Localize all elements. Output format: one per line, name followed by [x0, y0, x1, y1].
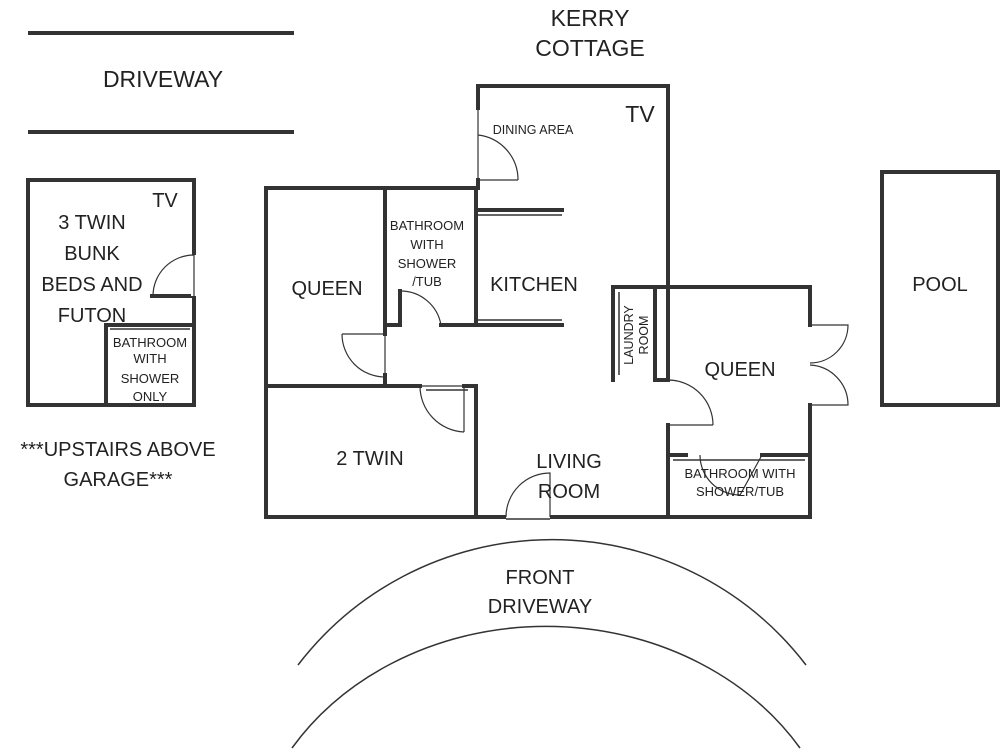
garage-apartment: [26, 178, 197, 407]
queen-right-door-swing: [667, 379, 714, 426]
bath-mid-line-2: WITH: [410, 237, 443, 252]
bath-mid-line-3: SHOWER: [398, 256, 457, 271]
living-room-line-1: LIVING: [536, 451, 602, 473]
pool-label: POOL: [912, 274, 968, 296]
living-room-line-2: ROOM: [538, 481, 600, 503]
bunk-line-2: BUNK: [64, 243, 120, 265]
bunk-line-4: FUTON: [58, 305, 127, 327]
queen-left-door-swing: [341, 333, 386, 378]
dining-door-swing: [477, 108, 519, 181]
queen-left-label: QUEEN: [291, 278, 362, 300]
front-driveway-line-2: DRIVEWAY: [488, 596, 592, 618]
title-line-1: KERRY: [551, 5, 630, 31]
main-cottage: [264, 84, 849, 520]
garage-door-swing: [152, 254, 195, 297]
two-twin-label: 2 TWIN: [336, 448, 403, 470]
twin-door-swing: [419, 385, 465, 433]
bath-right-line-1: BATHROOM WITH: [685, 466, 796, 481]
garage-bath-line-1: BATHROOM: [113, 335, 187, 350]
queen-right-french-doors: [809, 324, 849, 406]
pool-outline: [880, 170, 1000, 407]
garage-bath-line-4: ONLY: [133, 389, 168, 404]
garage-bath-line-3: SHOWER: [121, 371, 180, 386]
front-driveway-line-1: FRONT: [506, 567, 575, 589]
laundry-line-1: LAUNDRY: [622, 305, 636, 365]
bath-mid-line-1: BATHROOM: [390, 218, 464, 233]
garage-tv-label: TV: [152, 190, 178, 212]
garage-note-line-1: ***UPSTAIRS ABOVE: [20, 439, 215, 461]
main-tv-label: TV: [625, 101, 655, 127]
garage-bath-line-2: WITH: [133, 351, 166, 366]
kitchen-label: KITCHEN: [490, 274, 578, 296]
bunk-line-1: 3 TWIN: [58, 212, 125, 234]
garage-note-line-2: GARAGE***: [64, 469, 173, 491]
dining-area-label: DINING AREA: [493, 123, 574, 137]
front-door-swing: [505, 472, 551, 518]
queen-right-label: QUEEN: [704, 359, 775, 381]
bunk-line-3: BEDS AND: [41, 274, 142, 296]
driveway-label: DRIVEWAY: [103, 66, 223, 92]
front-driveway-inner-arc: [291, 625, 801, 749]
title-line-2: COTTAGE: [535, 35, 644, 61]
front-driveway-outer-arc: [297, 538, 807, 666]
bath-right-door-swing: [699, 454, 763, 496]
bath-right-line-2: SHOWER/TUB: [696, 484, 784, 499]
laundry-line-2: ROOM: [637, 316, 651, 355]
bath-mid-door-swing: [399, 290, 442, 326]
bath-mid-line-4: /TUB: [412, 274, 442, 289]
